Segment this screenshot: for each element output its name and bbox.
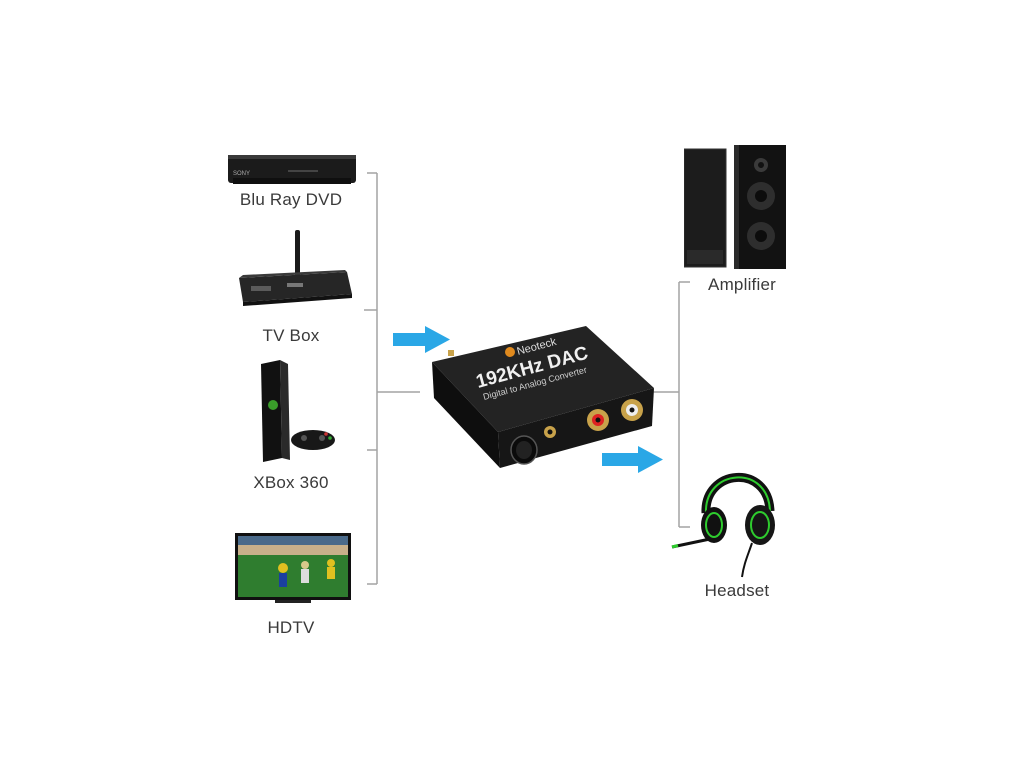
source-label-tv-box: TV Box <box>262 326 320 345</box>
tv-box-icon <box>237 228 352 315</box>
output-label-headset: Headset <box>704 581 770 600</box>
source-label-blu-ray: Blu Ray DVD <box>239 190 343 209</box>
source-label-hdtv: HDTV <box>267 618 315 637</box>
xbox-360-console-icon <box>258 360 338 470</box>
neoteck-logo-icon <box>505 347 515 357</box>
arrow-out-icon <box>602 446 663 473</box>
blu-ray-player-icon: SONY <box>228 150 358 195</box>
arrow-in-icon <box>393 326 450 353</box>
svg-text:SONY: SONY <box>233 171 250 177</box>
headset-icon <box>668 455 780 585</box>
output-label-amplifier: Amplifier <box>708 275 776 294</box>
speakers-icon <box>683 145 789 275</box>
hdtv-icon <box>235 533 353 613</box>
source-label-xbox: XBox 360 <box>253 473 329 492</box>
dac-converter: Neoteck 192KHz DAC Digital to Analog Con… <box>426 322 658 475</box>
